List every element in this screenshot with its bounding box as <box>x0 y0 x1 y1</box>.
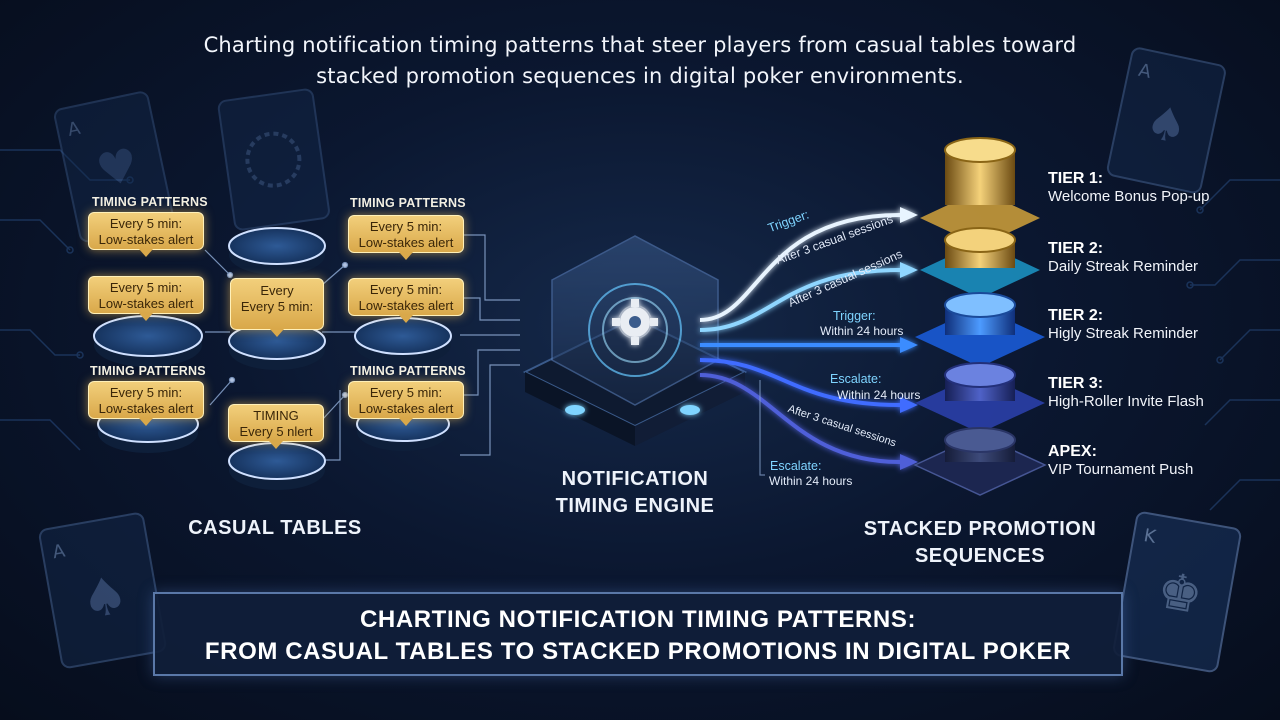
timing-note: Every 5 min: Low-stakes alert <box>88 381 204 426</box>
gear-icon <box>612 299 658 345</box>
notification-engine <box>522 235 748 446</box>
note-line: Low-stakes alert <box>358 235 454 250</box>
note-line: Every <box>260 283 294 298</box>
note-line: Every 5 min: <box>369 282 443 297</box>
timing-note: Every 5 min: Low-stakes alert <box>348 381 464 426</box>
casual-table-icons <box>93 227 452 490</box>
top-caption: Charting notification timing patterns th… <box>90 30 1190 92</box>
svg-text:K: K <box>1142 525 1158 548</box>
timing-patterns-label: TIMING PATTERNS <box>350 196 466 210</box>
promotions-label-line2: SEQUENCES <box>914 545 1046 567</box>
flow-label: Within 24 hours <box>837 388 921 402</box>
tier-title: TIER 1: <box>1048 170 1104 187</box>
svg-text:A: A <box>51 540 67 563</box>
poker-chip-icon <box>920 137 1040 246</box>
spade-card-icon: A ♠ <box>1106 47 1226 194</box>
timing-note: Every 5 min: Low-stakes alert <box>88 212 204 257</box>
promotions-label-line1: STACKED PROMOTION <box>863 518 1097 540</box>
timing-note: Every 5 min: Low-stakes alert <box>88 276 204 321</box>
tier-subtitle: Daily Streak Reminder <box>1048 258 1199 275</box>
tier-subtitle: High-Roller Invite Flash <box>1048 393 1204 410</box>
note-line: Every 5 min: <box>369 385 443 400</box>
timing-note: TIMING Every 5 nlert <box>228 404 324 449</box>
table-connectors <box>204 234 520 461</box>
svg-text:♠: ♠ <box>77 565 133 632</box>
poker-chip-icon <box>915 292 1045 367</box>
note-line: Low-stakes alert <box>98 401 194 416</box>
poker-table-icon <box>93 315 203 367</box>
top-caption-line2: stacked promotion sequences in digital p… <box>316 64 964 88</box>
engine-label-line2: TIMING ENGINE <box>555 495 715 517</box>
banner-line2: FROM CASUAL TABLES TO STACKED PROMOTIONS… <box>204 638 1072 665</box>
timing-note: Every 5 min: Low-stakes alert <box>348 278 464 323</box>
timing-note: Every 5 min: Low-stakes alert <box>348 215 464 260</box>
note-line: Low-stakes alert <box>98 232 194 247</box>
note-line: Every 5 min: <box>109 280 183 295</box>
top-caption-line1: Charting notification timing patterns th… <box>203 33 1077 57</box>
engine-label-line1: NOTIFICATION <box>561 468 709 490</box>
note-line: Every 5 min: <box>240 299 314 314</box>
flow-label: Within 24 hours <box>769 474 853 488</box>
spade-card-icon: A ♠ <box>38 512 167 669</box>
svg-text:A: A <box>1137 60 1154 83</box>
note-line: Every 5 min: <box>369 219 443 234</box>
circuit-lines <box>0 149 1280 511</box>
flow-label: Within 24 hours <box>820 324 904 338</box>
timing-patterns-label: TIMING PATTERNS <box>90 364 206 378</box>
heart-card-icon: A ♥ <box>53 91 175 243</box>
promotions-label: STACKED PROMOTION SEQUENCES <box>840 516 1120 570</box>
engine-label: NOTIFICATION TIMING ENGINE <box>505 466 765 520</box>
poker-table-icon <box>228 227 326 275</box>
note-line: Low-stakes alert <box>358 298 454 313</box>
timing-note: Every Every 5 min: <box>230 278 324 337</box>
flow-label: Escalate: <box>770 459 822 473</box>
note-line: Low-stakes alert <box>358 401 454 416</box>
tier-title: TIER 2: <box>1048 240 1104 257</box>
note-line: TIMING <box>253 408 299 423</box>
flow-lines <box>699 207 918 470</box>
svg-text:A: A <box>66 118 83 141</box>
svg-text:♚: ♚ <box>1153 561 1207 626</box>
flow-label: Escalate: <box>830 372 882 386</box>
casual-tables-label: CASUAL TABLES <box>188 517 362 539</box>
note-line: Low-stakes alert <box>98 296 194 311</box>
note-line: Every 5 min: <box>109 385 183 400</box>
poker-table-icon <box>228 322 326 370</box>
note-line: Every 5 min: <box>109 216 183 231</box>
title-banner: CHARTING NOTIFICATION TIMING PATTERNS: F… <box>153 592 1123 676</box>
poker-table-icon <box>228 442 326 490</box>
banner-line1: CHARTING NOTIFICATION TIMING PATTERNS: <box>359 606 917 633</box>
poker-chip-icon <box>913 427 1047 496</box>
tier-title: APEX: <box>1048 443 1097 460</box>
tier-subtitle: VIP Tournament Push <box>1048 461 1194 478</box>
flow-label: Trigger: <box>833 309 876 323</box>
tier-title: TIER 2: <box>1048 307 1104 324</box>
poker-chip-icon <box>915 362 1045 433</box>
poker-chip-icon <box>920 227 1040 298</box>
timing-patterns-label: TIMING PATTERNS <box>350 364 466 378</box>
timing-patterns-label: TIMING PATTERNS <box>92 195 208 209</box>
tier-title: TIER 3: <box>1048 375 1104 392</box>
card-back-icon <box>217 88 330 231</box>
poker-table-icon <box>354 317 452 365</box>
tier-subtitle: Welcome Bonus Pop-up <box>1048 188 1210 205</box>
promotion-chip-stacks <box>913 137 1047 496</box>
king-card-icon: K ♚ <box>1113 511 1242 673</box>
note-line: Every 5 nlert <box>239 424 313 439</box>
tier-subtitle: Higly Streak Reminder <box>1048 325 1199 342</box>
